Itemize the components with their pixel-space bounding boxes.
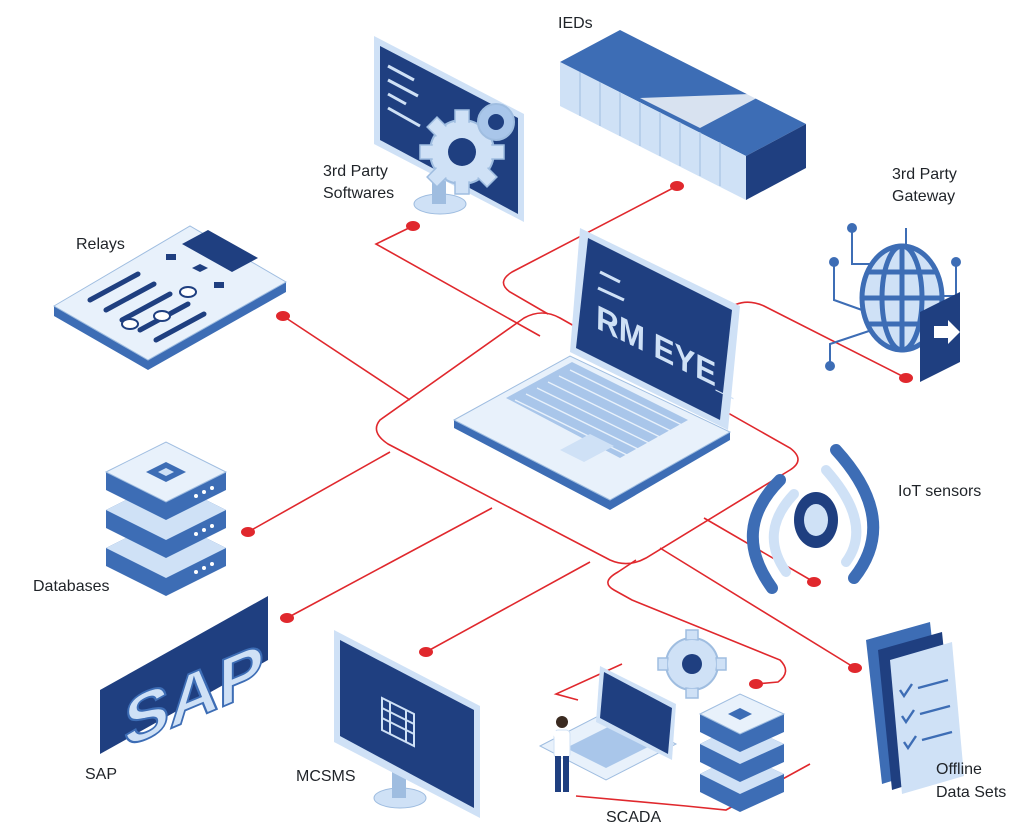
db-layer-top [104,441,228,520]
dot-sap [280,613,294,623]
connector-sap [286,507,493,619]
offline-data-sets-icon [866,622,964,794]
connector-ieds [502,185,678,315]
iot-wave-middle [768,465,862,577]
laptop-screen-lines [597,270,625,302]
central-laptop: RM EYE_ [452,228,740,510]
iot-core-inner [804,504,828,536]
label-3rd-party-softwares-line2: Softwares [323,185,394,202]
monitor-text-lines [387,64,421,128]
3rd-party-softwares-icon [374,36,524,222]
dot-gateway [899,373,913,383]
connector-mcsms [425,561,591,653]
scada-gear-icon [657,629,727,699]
rack-panel [640,72,806,128]
iot-wave-outer [746,444,880,594]
label-3rd-party-softwares-line1: 3rd Party [323,163,388,180]
dot-ieds [670,181,684,191]
db-leds [194,486,214,574]
label-mcsms: MCSMS [296,768,356,785]
scada-server-stack [698,693,786,812]
rack-bays [579,72,721,186]
connector-offline [659,547,856,669]
3rd-party-gateway-icon [825,223,961,382]
label-3rd-party-gateway-line2: Gateway [892,188,955,205]
ieds-server-icon [560,30,806,200]
relay-buttons [166,254,224,288]
relay-knobs [121,286,197,330]
databases-icon [104,441,228,596]
sap-logo-icon: SAP [100,596,268,764]
relay-side [54,282,286,370]
label-offline-line2: Data Sets [936,784,1006,801]
label-offline-line1: Offline [936,761,982,778]
doc-checklist [899,678,953,751]
mcsms-machine-icon [381,696,415,748]
scada-operator-figure [546,716,571,792]
connector-dots [241,181,913,689]
laptop-keyboard [506,362,688,458]
dot-relays [276,311,290,321]
laptop-screen [576,238,732,420]
scada-icon [538,629,786,812]
label-3rd-party-gateway-line1: 3rd Party [892,166,957,183]
connector-relays [282,315,411,401]
gateway-door-icon [920,292,960,382]
laptop-base-side [454,420,730,510]
label-scada: SCADA [606,809,661,826]
scada-laptop-screen [600,672,672,754]
rack-top [560,30,806,156]
gateway-nodes [825,223,961,371]
gear-large-icon [419,109,505,195]
label-ieds: IEDs [558,15,593,32]
mcsms-monitor-icon [334,630,480,818]
sap-board [100,596,268,754]
connector-3rd-party-softwares [374,225,541,337]
label-sap: SAP [85,766,117,783]
labels: IEDs 3rd Party Softwares 3rd Party Gatew… [33,15,1006,826]
dot-iot [807,577,821,587]
rack-side [746,124,806,200]
dot-databases [241,527,255,537]
label-databases: Databases [33,578,110,595]
label-iot-sensors: IoT sensors [898,483,981,500]
relay-display [182,230,258,272]
label-relays: Relays [76,236,125,253]
dot-scada [749,679,763,689]
laptop-touchpad [560,434,614,462]
dot-3rd-party-softwares [406,221,420,231]
dot-mcsms [419,647,433,657]
relays-panel-icon [53,225,288,370]
connector-scada [607,559,787,685]
connector-databases [247,451,391,533]
dot-offline [848,663,862,673]
gear-small-icon [477,103,515,141]
iot-sensors-icon [746,444,880,594]
laptop-keys [514,369,685,457]
